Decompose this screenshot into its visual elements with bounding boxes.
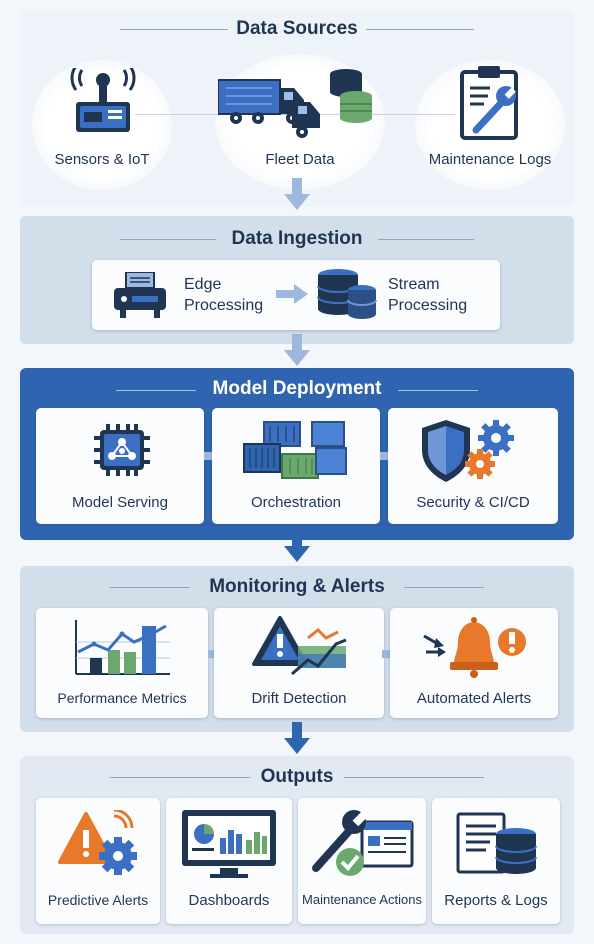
title-rule-left	[120, 239, 216, 240]
reports-logs-label: Reports & Logs	[444, 892, 548, 909]
chip-network-icon	[94, 424, 150, 476]
monitoring-alerts-section: Monitoring & Alerts Performance Metrics	[20, 566, 574, 732]
data-ingestion-title: Data Ingestion	[231, 228, 363, 249]
title-rule-left	[110, 777, 250, 778]
automated-alerts-label: Automated Alerts	[416, 690, 532, 707]
title-rule-right	[378, 239, 474, 240]
orchestration-label: Orchestration	[250, 494, 342, 511]
fleet-truck-icon	[218, 69, 372, 138]
down-arrow-icon	[284, 530, 310, 562]
edge-processing-line1: Edge	[184, 276, 222, 293]
automated-alerts-card: Automated Alerts	[390, 608, 558, 718]
data-sources-title: Data Sources	[236, 18, 358, 39]
title-rule-left	[110, 587, 190, 588]
alarm-bell-icon	[423, 617, 526, 678]
data-ingestion-section: Data Ingestion Edge Processing	[20, 216, 574, 344]
model-deployment-section: Model Deployment Model Serving	[20, 368, 574, 540]
down-arrow-icon	[284, 722, 310, 754]
shield-gears-icon	[422, 420, 514, 482]
dashboards-label: Dashboards	[188, 892, 270, 909]
performance-metrics-label: Performance Metrics	[57, 690, 187, 706]
drift-detection-card: Drift Detection	[214, 608, 384, 718]
outputs-title: Outputs	[260, 766, 334, 787]
source-label-maintenance: Maintenance Logs	[428, 151, 552, 168]
ingestion-panel: Edge Processing Stream Processing	[92, 260, 500, 330]
warning-gear-icon	[58, 810, 137, 875]
clipboard-wrench-icon	[460, 66, 518, 140]
edge-processing-line2: Processing	[184, 297, 264, 314]
maintenance-actions-label: Maintenance Actions	[302, 892, 422, 907]
outputs-section: Outputs Predictive Alerts	[20, 756, 574, 934]
down-arrow-icon	[284, 334, 310, 366]
iot-sensor-icon	[70, 68, 136, 132]
down-arrow-icon	[284, 178, 310, 210]
title-rule-right	[404, 587, 484, 588]
drift-detection-label: Drift Detection	[251, 690, 347, 707]
monitoring-alerts-title: Monitoring & Alerts	[209, 576, 385, 597]
monitor-dashboard-icon	[182, 810, 276, 878]
stream-processing-line1: Stream	[388, 276, 440, 293]
line-bar-chart-icon	[75, 620, 170, 675]
data-sources-section: Data Sources Sensors & IoT	[20, 10, 574, 206]
source-label-sensors: Sensors & IoT	[54, 151, 150, 168]
database-icon	[317, 269, 377, 319]
warning-drift-icon	[252, 616, 347, 676]
title-rule-right	[344, 777, 484, 778]
containers-icon	[243, 421, 347, 479]
predictive-alerts-card: Predictive Alerts	[36, 798, 160, 924]
wrench-check-icon	[312, 810, 414, 876]
model-serving-card: Model Serving	[36, 408, 204, 524]
performance-metrics-card: Performance Metrics	[36, 608, 208, 718]
right-arrow-icon	[276, 284, 308, 304]
predictive-alerts-label: Predictive Alerts	[47, 892, 149, 908]
document-database-icon	[456, 812, 537, 874]
title-rule-left	[116, 390, 196, 391]
security-cicd-card: Security & CI/CD	[388, 408, 558, 524]
stream-processing-line2: Processing	[388, 297, 468, 314]
reports-logs-card: Reports & Logs	[432, 798, 560, 924]
maintenance-actions-card: Maintenance Actions	[298, 798, 426, 924]
orchestration-card: Orchestration	[212, 408, 380, 524]
security-cicd-label: Security & CI/CD	[416, 494, 530, 511]
title-rule-right	[366, 29, 474, 30]
edge-device-icon	[114, 272, 166, 318]
title-rule-right	[398, 390, 478, 391]
model-serving-label: Model Serving	[72, 494, 168, 511]
dashboards-card: Dashboards	[166, 798, 292, 924]
title-rule-left	[120, 29, 228, 30]
model-deployment-title: Model Deployment	[212, 378, 382, 399]
source-label-fleet: Fleet Data	[265, 151, 335, 168]
